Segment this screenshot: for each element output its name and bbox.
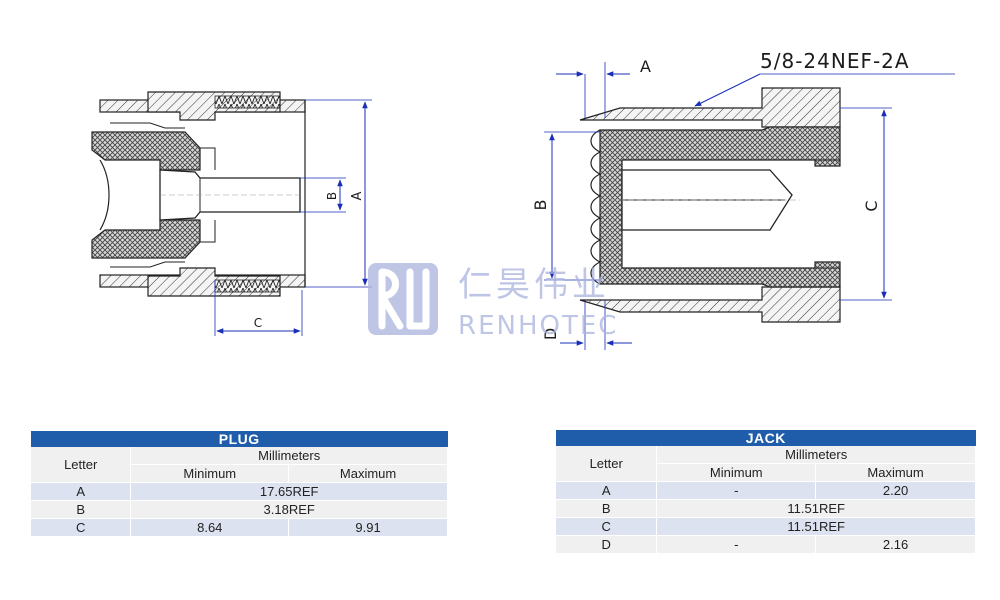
jack-max-header: Maximum <box>815 463 976 482</box>
plug-dielectric-top <box>91 131 201 171</box>
max-cell: 2.16 <box>815 535 976 554</box>
plug-min-header: Minimum <box>130 464 290 483</box>
max-cell: 2.20 <box>815 481 976 500</box>
plug-dim-c-label: C <box>254 316 262 330</box>
max-cell: 9.91 <box>288 518 448 537</box>
table-row: C 8.64 9.91 <box>31 518 448 537</box>
plug-dim-a-label: A <box>350 191 365 200</box>
jack-thread-label: 5/8-24NEF-2A <box>760 49 910 73</box>
table-row: D - 2.16 <box>556 535 976 554</box>
letter-cell: A <box>556 481 658 500</box>
jack-thread-leader <box>694 73 761 107</box>
min-cell: - <box>656 535 817 554</box>
jack-min-header: Minimum <box>656 463 817 482</box>
plug-thread-bottom <box>214 279 281 293</box>
letter-cell: D <box>556 535 658 554</box>
jack-dim-c-label: C <box>862 200 881 211</box>
letter-cell: B <box>556 499 658 518</box>
jack-dim-a-label: A <box>640 57 651 76</box>
jack-dielectric <box>599 126 841 288</box>
min-cell: 8.64 <box>130 518 290 537</box>
watermark: 仁昊伟业 RENHOTEC <box>368 263 618 341</box>
table-row: A - 2.20 <box>556 481 976 500</box>
jack-table-title: JACK <box>556 430 976 446</box>
watermark-en: RENHOTEC <box>458 311 618 341</box>
jack-table: JACK Letter Millimeters Minimum Maximum … <box>556 430 976 554</box>
jack-body-bottom <box>579 286 841 323</box>
plug-table-title: PLUG <box>31 431 448 447</box>
letter-cell: B <box>31 500 132 519</box>
table-row: B 3.18REF <box>31 500 448 519</box>
jack-front-wave <box>590 129 602 285</box>
technical-drawing: A B C 5/8-24NEF-2A A <box>91 49 955 350</box>
table-row: C 11.51REF <box>556 517 976 536</box>
table-row: A 17.65REF <box>31 482 448 501</box>
plug-drawing: A B C <box>91 91 372 336</box>
jack-dim-d-label: D <box>541 328 560 340</box>
watermark-cn: 仁昊伟业 <box>458 265 610 305</box>
jack-drawing: 5/8-24NEF-2A A B C D <box>531 49 955 350</box>
plug-group-header: Millimeters <box>130 447 448 465</box>
jack-body-top <box>579 87 841 128</box>
watermark-logo-icon <box>368 263 438 335</box>
value-cell: 3.18REF <box>130 500 448 519</box>
letter-cell: A <box>31 482 132 501</box>
table-row: B 11.51REF <box>556 499 976 518</box>
value-cell: 17.65REF <box>130 482 448 501</box>
value-cell: 11.51REF <box>656 517 976 536</box>
plug-dielectric-bottom <box>91 219 201 259</box>
letter-cell: C <box>31 518 132 537</box>
value-cell: 11.51REF <box>656 499 976 518</box>
plug-thread-top <box>214 95 281 109</box>
jack-group-header: Millimeters <box>656 446 976 464</box>
plug-max-header: Maximum <box>288 464 448 483</box>
min-cell: - <box>656 481 817 500</box>
plug-letter-header: Letter <box>31 447 132 483</box>
jack-dim-b-label: B <box>531 200 550 211</box>
plug-bore <box>99 159 110 231</box>
plug-dim-b-label: B <box>325 192 339 200</box>
jack-letter-header: Letter <box>556 446 658 482</box>
plug-table: PLUG Letter Millimeters Minimum Maximum … <box>31 431 448 537</box>
letter-cell: C <box>556 517 658 536</box>
